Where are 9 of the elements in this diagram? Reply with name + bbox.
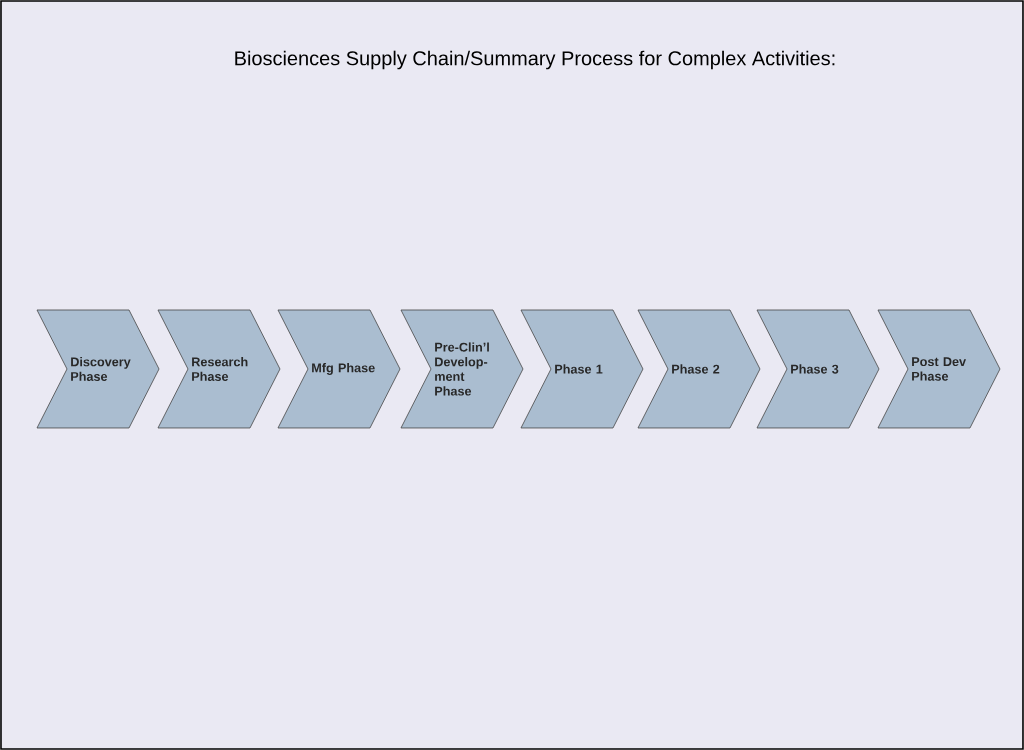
process-step: Phase 2	[637, 309, 761, 429]
process-step: Research Phase	[157, 309, 281, 429]
process-step: Phase 3	[756, 309, 880, 429]
process-step: Post Dev Phase	[877, 309, 1001, 429]
title: Biosciences Supply Chain/Summary Process for Complex Activities:	[235, 50, 835, 70]
process-step: Mfg Phase	[277, 309, 401, 429]
process-step: Pre-Clin’l Develop- ment Phase	[400, 309, 524, 429]
process-step: Discovery Phase	[36, 309, 160, 429]
process-step: Phase 1	[520, 309, 644, 429]
